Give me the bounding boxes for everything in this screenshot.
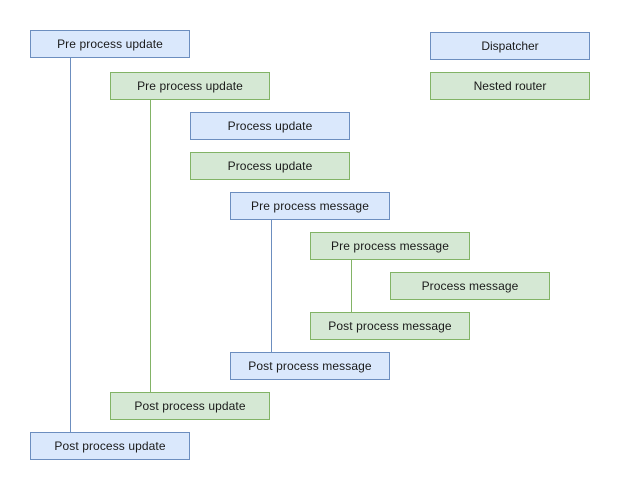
legend-label: Dispatcher (481, 39, 539, 53)
node-pre-process-message-dispatcher[interactable]: Pre process message (230, 192, 390, 220)
node-label: Post process message (328, 319, 452, 333)
connector-edge-message-router (351, 260, 352, 312)
connector-edge-message-dispatcher (271, 220, 272, 352)
node-process-update-dispatcher[interactable]: Process update (190, 112, 350, 140)
node-label: Post process update (134, 399, 246, 413)
connector-edge-update-dispatcher (70, 58, 71, 432)
node-process-message-router[interactable]: Process message (390, 272, 550, 300)
node-label: Post process update (54, 439, 166, 453)
node-post-process-message-dispatcher[interactable]: Post process message (230, 352, 390, 380)
node-label: Process update (227, 119, 313, 133)
legend-dispatcher[interactable]: Dispatcher (430, 32, 590, 60)
node-process-update-router[interactable]: Process update (190, 152, 350, 180)
node-pre-process-update-dispatcher[interactable]: Pre process update (30, 30, 190, 58)
node-post-process-update-dispatcher[interactable]: Post process update (30, 432, 190, 460)
node-label: Pre process update (57, 37, 163, 51)
node-label: Post process message (248, 359, 372, 373)
legend-label: Nested router (473, 79, 547, 93)
node-label: Process message (421, 279, 519, 293)
node-label: Process update (227, 159, 313, 173)
node-post-process-update-router[interactable]: Post process update (110, 392, 270, 420)
node-label: Pre process message (251, 199, 369, 213)
connector-edge-update-router (150, 100, 151, 392)
node-pre-process-message-router[interactable]: Pre process message (310, 232, 470, 260)
node-label: Pre process update (137, 79, 243, 93)
node-label: Pre process message (331, 239, 449, 253)
node-post-process-message-router[interactable]: Post process message (310, 312, 470, 340)
legend-router[interactable]: Nested router (430, 72, 590, 100)
node-pre-process-update-router[interactable]: Pre process update (110, 72, 270, 100)
